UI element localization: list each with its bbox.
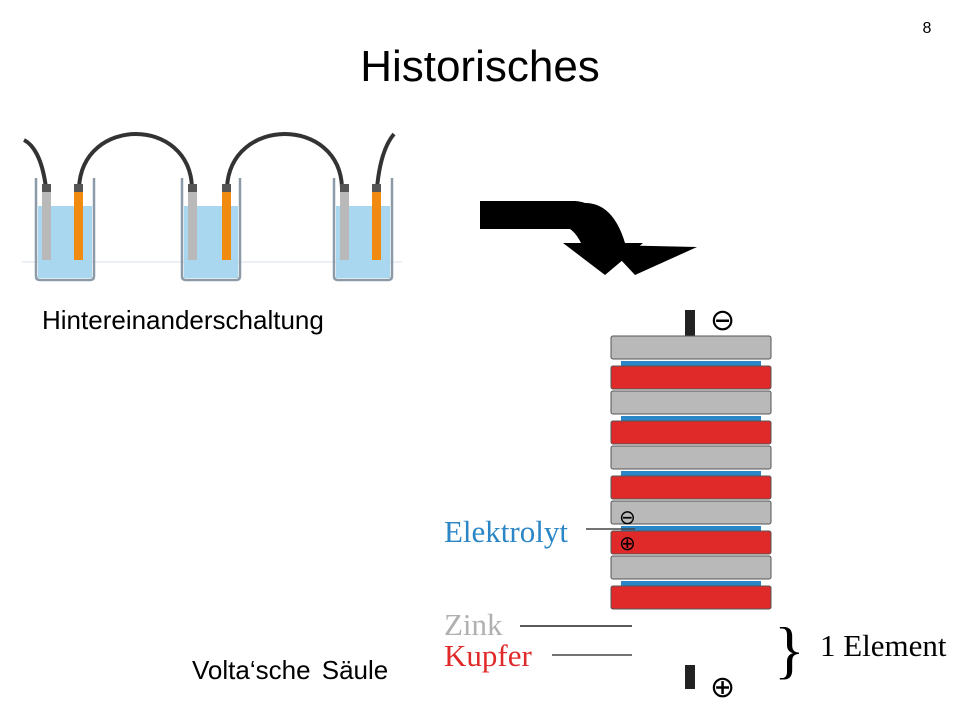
electrolyte-layer-7 <box>621 471 761 476</box>
curved-arrow-icon <box>480 201 697 275</box>
pole-plus-icon: ⊕ <box>710 670 735 705</box>
zinc-layer-3 <box>610 390 772 415</box>
wire-left-end <box>22 138 48 189</box>
zinc-electrode <box>340 190 349 260</box>
beaker-icon <box>332 178 394 282</box>
beaker-icon <box>34 178 96 282</box>
mini-minus-icon: ⊖ <box>619 505 636 529</box>
series-caption: Hintereinanderschaltung <box>42 305 324 335</box>
copper-electrode <box>74 190 83 260</box>
zinc-layer-0 <box>610 335 772 360</box>
slide-title: Historisches <box>360 42 600 91</box>
beaker-icon <box>180 178 242 282</box>
element-brace: } <box>774 614 805 685</box>
bottom-terminal-rod <box>685 665 695 689</box>
top-terminal-rod <box>685 310 695 336</box>
copper-layer-14 <box>610 585 772 610</box>
copper-layer-11 <box>610 530 772 555</box>
wire-2 <box>225 132 344 189</box>
zinc-electrode <box>188 190 197 260</box>
pile-stack <box>610 335 772 610</box>
label-copper: Kupfer <box>444 638 532 673</box>
electrolyte-layer-10 <box>621 526 761 531</box>
series-circuit-diagram <box>22 126 402 286</box>
wire-right-end <box>375 132 396 189</box>
label-element: 1 Element <box>820 628 947 663</box>
copper-layer-5 <box>610 420 772 445</box>
copper-electrode <box>222 190 231 260</box>
wire-1 <box>77 132 194 189</box>
electrolyte-layer-13 <box>621 581 761 586</box>
volta-pile-diagram: ⊖ ⊕ ⊖ ⊕ Elektrolyt Zink Kupfer } 1 Eleme… <box>444 303 947 705</box>
pole-minus-icon: ⊖ <box>710 303 735 338</box>
electrolyte-layer-4 <box>621 416 761 421</box>
volta-caption: Volta‘sche Säule <box>192 655 389 685</box>
zinc-layer-12 <box>610 555 772 580</box>
slide-number: 8 <box>922 20 932 37</box>
label-zinc: Zink <box>444 607 503 642</box>
electrolyte-layer-1 <box>621 361 761 366</box>
copper-layer-8 <box>610 475 772 500</box>
zinc-electrode <box>42 190 51 260</box>
zinc-layer-6 <box>610 445 772 470</box>
mini-plus-icon: ⊕ <box>619 531 636 555</box>
copper-electrode <box>372 190 381 260</box>
zinc-layer-9 <box>610 500 772 525</box>
label-electrolyte: Elektrolyt <box>444 514 568 549</box>
copper-layer-2 <box>610 365 772 390</box>
